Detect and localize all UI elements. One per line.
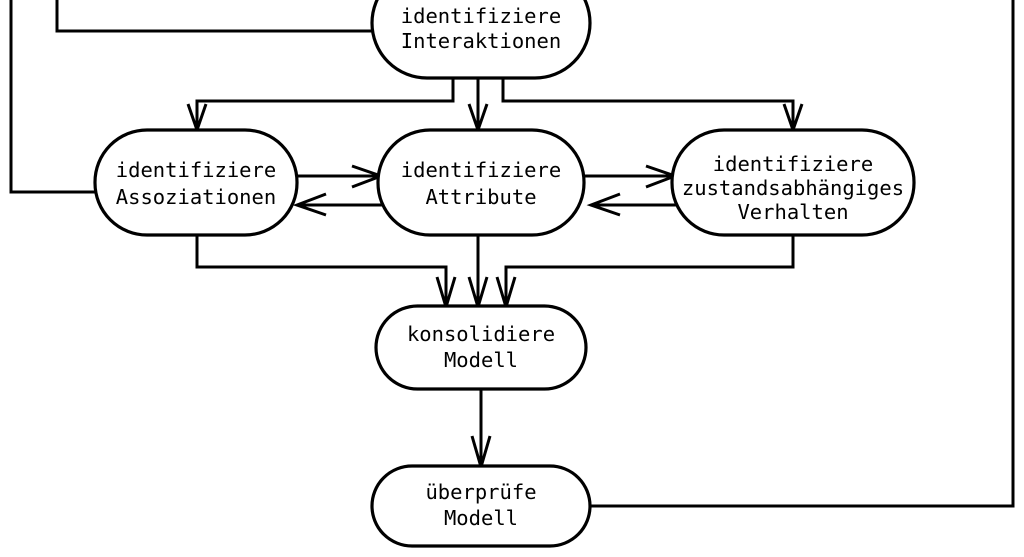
arrowhead-verhalten-to-attribute — [586, 192, 621, 217]
node-konsolidiere-modell[interactable]: konsolidiere Modell — [374, 304, 588, 391]
node-label-verhalten-line2: zustandsabhängiges — [682, 176, 904, 200]
node-label-ueberpruefe-line1: überprüfe — [425, 480, 536, 504]
node-label-interaktionen-line2: Interaktionen — [401, 29, 561, 53]
arrowhead-attribute-to-assoziationen — [292, 192, 327, 217]
edge-offscreen-top-to-interaktionen — [55, 0, 372, 33]
edge-assoziationen-to-offscreen-left — [9, 0, 112, 194]
node-label-attribute-line2: Attribute — [425, 185, 536, 209]
node-label-verhalten-line3: Verhalten — [737, 200, 848, 224]
node-label-konsolidiere-line1: konsolidiere — [407, 322, 555, 346]
node-ueberpruefe-modell[interactable]: überprüfe Modell — [370, 464, 592, 548]
node-label-assoziationen-line2: Assoziationen — [116, 185, 276, 209]
node-shape-konsolidiere — [374, 304, 588, 391]
edge-ueberpruefe-to-offscreen-right — [590, 0, 1015, 508]
node-shape-attribute — [376, 128, 586, 237]
node-label-verhalten-line1: identifiziere — [713, 152, 873, 176]
node-identifiziere-attribute[interactable]: identifiziere Attribute — [376, 128, 586, 237]
node-shape-ueberpruefe — [370, 464, 592, 548]
node-identifiziere-zustandsabhaengiges-verhalten[interactable]: identifiziere zustandsabhängiges Verhalt… — [670, 128, 916, 237]
edge-interaktionen-to-assoziationen — [195, 76, 455, 127]
node-shape-verhalten — [670, 128, 916, 237]
node-shape-assoziationen — [93, 128, 299, 237]
node-shape-interaktionen — [370, 0, 592, 80]
node-label-konsolidiere-line2: Modell — [444, 348, 518, 372]
node-label-interaktionen-line1: identifiziere — [401, 4, 561, 28]
node-label-ueberpruefe-line2: Modell — [444, 506, 518, 530]
node-identifiziere-assoziationen[interactable]: identifiziere Assoziationen — [93, 128, 299, 237]
edge-verhalten-to-konsolidiere — [504, 235, 795, 305]
node-label-attribute-line1: identifiziere — [401, 158, 561, 182]
node-label-assoziationen-line1: identifiziere — [116, 158, 276, 182]
edge-assoziationen-to-konsolidiere — [195, 235, 448, 305]
node-identifiziere-interaktionen[interactable]: identifiziere Interaktionen — [370, 0, 592, 80]
edge-interaktionen-to-verhalten — [501, 76, 795, 127]
